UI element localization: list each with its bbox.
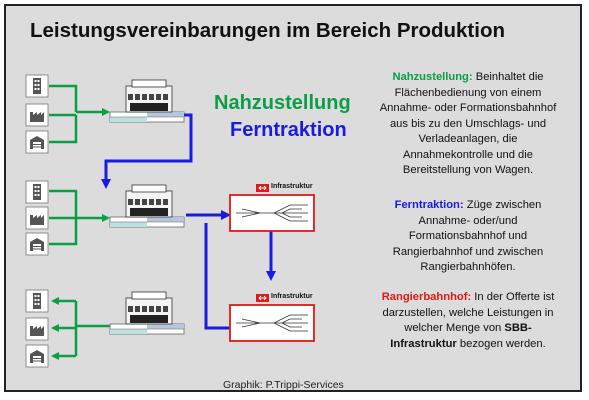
sbb-logo-icon [255, 293, 270, 303]
station-upper [109, 79, 185, 123]
station-middle [109, 184, 185, 228]
sbb-strong: SBB- [504, 322, 532, 334]
desc-line: bezogen werden. [459, 337, 546, 350]
desc-line: Bereitstellung von Wagen. [402, 164, 534, 176]
rangierbahnhof-lower [229, 304, 315, 342]
desc-line: Annahme- oder Formationsbahnhof [379, 102, 557, 114]
page-title: Leistungsvereinbarungen im Bereich Produ… [30, 19, 506, 42]
term-ferntraktion: Ferntraktion: [394, 199, 464, 211]
customer-icons-top [25, 74, 49, 154]
desc-line: aus bis zu den Umschlags- und [389, 117, 547, 130]
headline-nahzustellung: Nahzustellung [214, 92, 351, 114]
warehouse-icon [25, 232, 49, 256]
description-nahzustellung: Nahzustellung: Beinhaltet die Flächenbed… [370, 70, 566, 179]
station-lower [109, 291, 185, 335]
green-arrows-bottom [51, 297, 110, 360]
infra-label-upper: Infrastruktur [271, 183, 313, 190]
desc-line: Annahme- oder/und [418, 214, 518, 227]
office-building-icon [25, 74, 49, 98]
infra-label-lower: Infrastruktur [271, 293, 313, 300]
customer-icons-middle [25, 180, 49, 256]
desc-line: Rangierbahnhof und zwischen [392, 245, 544, 258]
slide-frame: Leistungsvereinbarungen im Bereich Produ… [4, 4, 582, 392]
customer-icons-bottom [25, 289, 49, 368]
office-building-icon [25, 180, 49, 204]
graphic-credit: Graphik: P.Trippi-Services [223, 379, 344, 391]
desc-line: Flächenbedienung von einem [394, 86, 542, 99]
desc-line: Formationsbahnhof und [408, 230, 528, 242]
headline-ferntraktion: Ferntraktion [230, 119, 347, 141]
warehouse-icon [25, 130, 49, 154]
desc-line: Züge zwischen [466, 199, 542, 211]
factory-icon [25, 317, 49, 341]
production-diagram [25, 74, 315, 368]
desc-line: Rangierbahnhöfen. [420, 261, 516, 273]
desc-line: Beinhaltet die [475, 71, 544, 83]
desc-line: Annahmekontrolle und die [403, 148, 533, 161]
green-arrows-middle [49, 189, 110, 246]
description-rangierbahnhof: Rangierbahnhof: In der Offerte ist darzu… [366, 290, 570, 352]
office-building-icon [25, 289, 49, 313]
desc-line: welcher Menge von [404, 322, 502, 334]
description-ferntraktion: Ferntraktion: Züge zwischen Annahme- ode… [370, 198, 566, 276]
desc-line: In der Offerte ist [474, 291, 555, 303]
term-rangierbahnhof: Rangierbahnhof: [381, 291, 472, 303]
sbb-logo-icon [255, 183, 270, 193]
term-nahzustellung: Nahzustellung: [392, 71, 473, 83]
factory-icon [25, 103, 49, 127]
blue-arrows [101, 113, 276, 330]
desc-line: darzustellen, welche Leistungen in [382, 306, 554, 319]
infrastruktur-strong: Infrastruktur [390, 337, 457, 350]
rangierbahnhof-upper [229, 194, 315, 232]
desc-line: Verladeanlagen, die [418, 133, 518, 145]
warehouse-icon [25, 344, 49, 368]
green-arrows-top [49, 84, 110, 144]
factory-icon [25, 206, 49, 230]
